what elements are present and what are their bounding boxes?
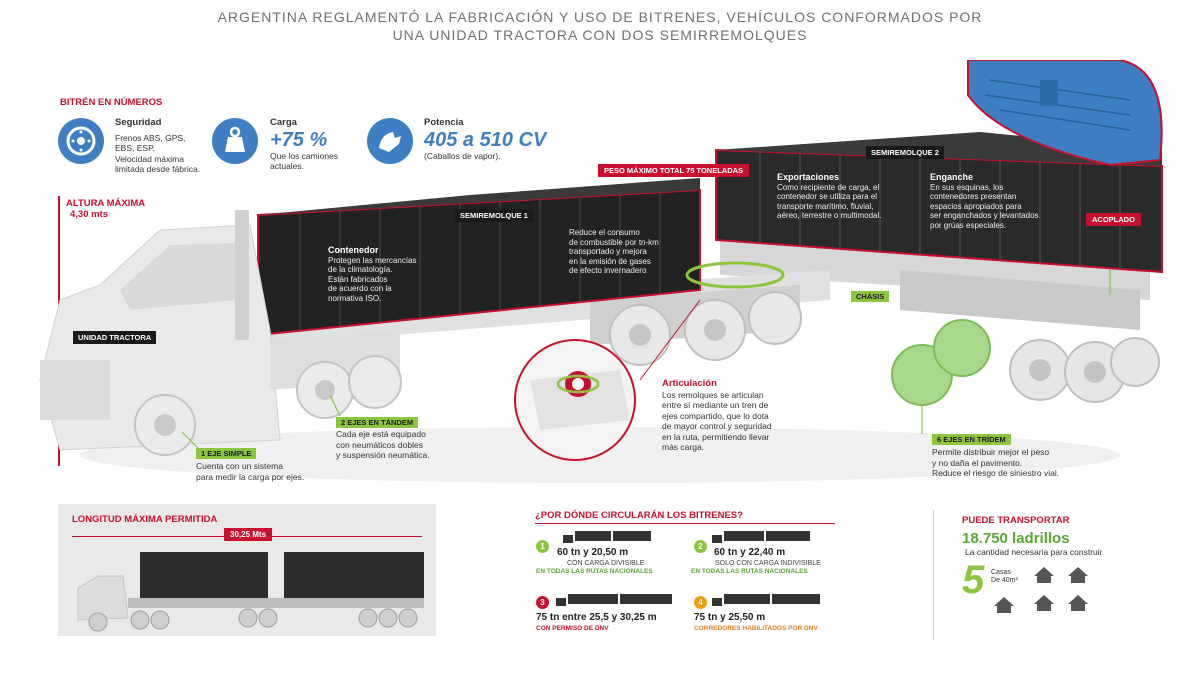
route-4-main: 75 tn y 25,50 m: [694, 612, 766, 623]
contenedor-text: Contenedor Protegen las mercancías de la…: [328, 245, 417, 303]
tandem-desc: Cada eje está equipado con neumáticos do…: [336, 429, 430, 460]
transporta-divider: [933, 510, 934, 640]
house-icon: [1034, 567, 1054, 583]
route-3-tag: CON PERMISO DE DNV: [536, 625, 609, 632]
route-4-number: 4: [694, 596, 707, 609]
chasis-tag: CHÁSIS: [851, 291, 890, 302]
casas-label: Casas De 40m²: [991, 569, 1018, 584]
brake-disc-icon: [58, 118, 104, 164]
casas-number: 5: [962, 558, 985, 602]
semiremolque-2-tag: SEMIREMOLQUE 2: [866, 146, 944, 159]
house-icon: [1068, 567, 1088, 583]
route-1-truck-icon: [563, 531, 651, 543]
longitud-value: 30,25 Mts: [224, 528, 273, 541]
longitud-panel: LONGITUD MÁXIMA PERMITIDA 30,25 Mts: [58, 504, 436, 636]
weight-icon: [212, 118, 258, 164]
altura-block: ALTURA MÁXIMA 4,30 mts: [66, 198, 146, 220]
route-2-sub: SOLO CON CARGA INDIVISIBLE: [715, 560, 821, 567]
ladrillos-value: 18.750 ladrillos: [962, 530, 1070, 547]
acoplado-tag: ACOPLADO: [1086, 213, 1141, 226]
page-title: ARGENTINA REGLAMENTÓ LA FABRICACIÓN Y US…: [217, 9, 983, 43]
numbers-heading: BITRÉN EN NÚMEROS: [60, 97, 163, 108]
route-2-main: 60 tn y 22,40 m: [714, 547, 786, 558]
ejes-tridem-tag: 6 EJES EN TRÍDEM: [932, 434, 1011, 445]
exportaciones-text: Exportaciones Como recipiente de carga, …: [777, 172, 882, 220]
combustible-text: Reduce el consumo de combustible por tn-…: [569, 228, 659, 275]
route-2-truck-icon: [712, 531, 810, 543]
transporta-desc: La cantidad necesaria para construir: [965, 547, 1103, 557]
route-2-number: 2: [694, 540, 707, 553]
house-icon: [1034, 595, 1054, 611]
carga-block: Carga +75 % Que los camiones actuales.: [270, 117, 339, 171]
peso-maximo-tag: PESO MÁXIMO TOTAL 75 TONELADAS: [598, 164, 750, 177]
potencia-block: Potencia 405 a 510 CV (Caballos de vapor…: [424, 117, 547, 161]
ejes-tandem-tag: 2 EJES EN TÁNDEM: [336, 417, 419, 428]
route-1-number: 1: [536, 540, 549, 553]
route-4-truck-icon: [712, 594, 820, 606]
carga-value: +75 %: [270, 128, 328, 151]
route-2-tag: EN TODAS LAS RUTAS NACIONALES: [691, 568, 808, 575]
articulacion-text: Articulación Los remolques se articulan …: [662, 378, 772, 452]
potencia-value: 405 a 510 CV: [424, 128, 547, 151]
route-1-sub: CON CARGA DIVISIBLE: [567, 560, 645, 567]
house-icon: [1068, 595, 1088, 611]
bitren-illustration: [39, 60, 1163, 483]
route-4-tag: CORREDORES HABILITADOS POR DNV: [694, 625, 818, 632]
route-3-main: 75 tn entre 25,5 y 30,25 m: [536, 612, 657, 623]
route-1-main: 60 tn y 20,50 m: [557, 547, 629, 558]
houses-icon-group: [994, 567, 1088, 613]
bitren-side-view: [77, 552, 424, 632]
unidad-tractora-tag: UNIDAD TRACTORA: [73, 331, 157, 344]
enganche-text: Enganche En sus esquinas, los contenedor…: [930, 172, 1039, 230]
eje-simple-tag: 1 EJE SIMPLE: [196, 448, 257, 459]
route-3-number: 3: [536, 596, 549, 609]
tridem-desc: Permite distribuir mejor el peso y no da…: [932, 447, 1060, 478]
rutas-heading: ¿POR DÓNDE CIRCULARÁN LOS BITRENES?: [535, 510, 743, 521]
transporta-heading: PUEDE TRANSPORTAR: [962, 515, 1070, 526]
seguridad-block: Seguridad Frenos ABS, GPS, EBS, ESP. Vel…: [115, 117, 201, 174]
semiremolque-1-tag: SEMIREMOLQUE 1: [455, 209, 533, 222]
rutas-divider: [535, 523, 835, 524]
route-3-truck-icon: [556, 594, 672, 606]
engine-power-icon: [367, 118, 413, 164]
route-1-tag: EN TODAS LAS RUTAS NACIONALES: [536, 568, 653, 575]
house-icon: [994, 597, 1014, 613]
eje-simple-desc: Cuenta con un sistema para medir la carg…: [196, 461, 305, 482]
